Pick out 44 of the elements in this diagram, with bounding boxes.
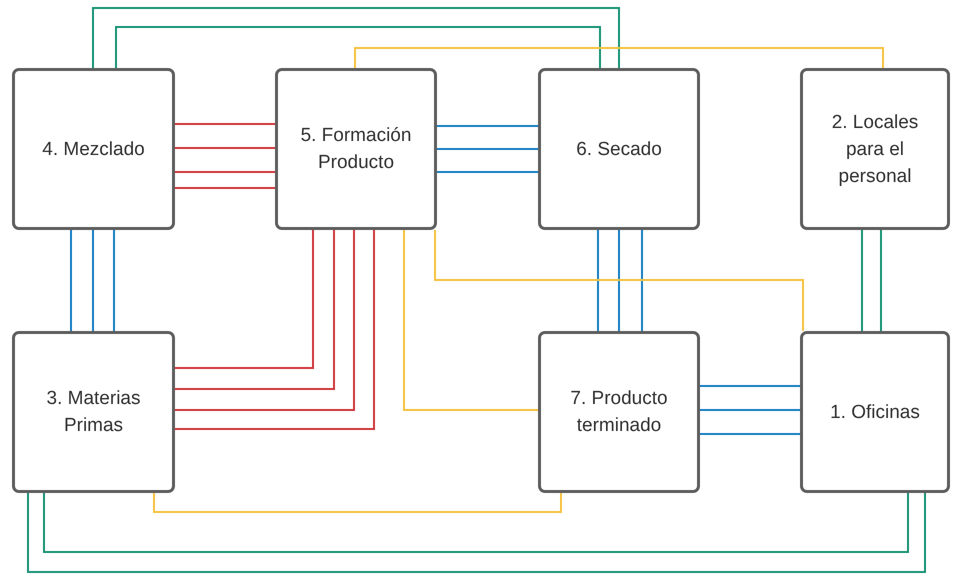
connector-line [641,230,643,331]
connector-line [880,230,882,331]
connector-line [175,171,275,173]
process-box [538,331,700,493]
connector-line [175,123,275,125]
process-box [800,331,950,493]
connector-line [700,385,800,387]
box-label: 7. Producto terminado [569,387,669,438]
connector-line [175,230,314,369]
box-label: 5. Formación Producto [300,124,412,175]
connector-line [115,26,601,68]
connector-line [700,433,800,435]
box-label: 2. Locales para el personal [830,110,920,188]
connector-line [70,230,72,331]
connector-line [618,230,620,331]
connector-line [597,230,599,331]
process-box [800,68,950,230]
process-box [275,68,437,230]
process-box [12,68,175,230]
box-label: 3. Materias Primas [46,387,142,438]
connector-line [434,230,804,331]
connector-line [175,230,335,390]
connector-line [27,493,926,573]
connector-line [437,125,538,127]
box-label: 4. Mezclado [41,138,146,162]
process-box [12,331,175,493]
connector-line [43,493,909,553]
connector-line [175,187,275,189]
connector-line [92,230,94,331]
connector-line [153,493,562,513]
connector-line [354,47,884,68]
connector-line [437,148,538,150]
connector-line [175,230,375,430]
process-box [538,68,700,230]
connector-line [437,171,538,173]
box-label: 6. Secado [575,138,663,162]
connector-line [175,147,275,149]
connector-line [861,230,863,331]
connector-line [700,409,800,411]
connector-line [92,7,620,68]
connector-line [403,230,538,411]
connector-line [175,230,355,411]
box-label: 1. Oficinas [829,400,921,424]
connector-line [113,230,115,331]
